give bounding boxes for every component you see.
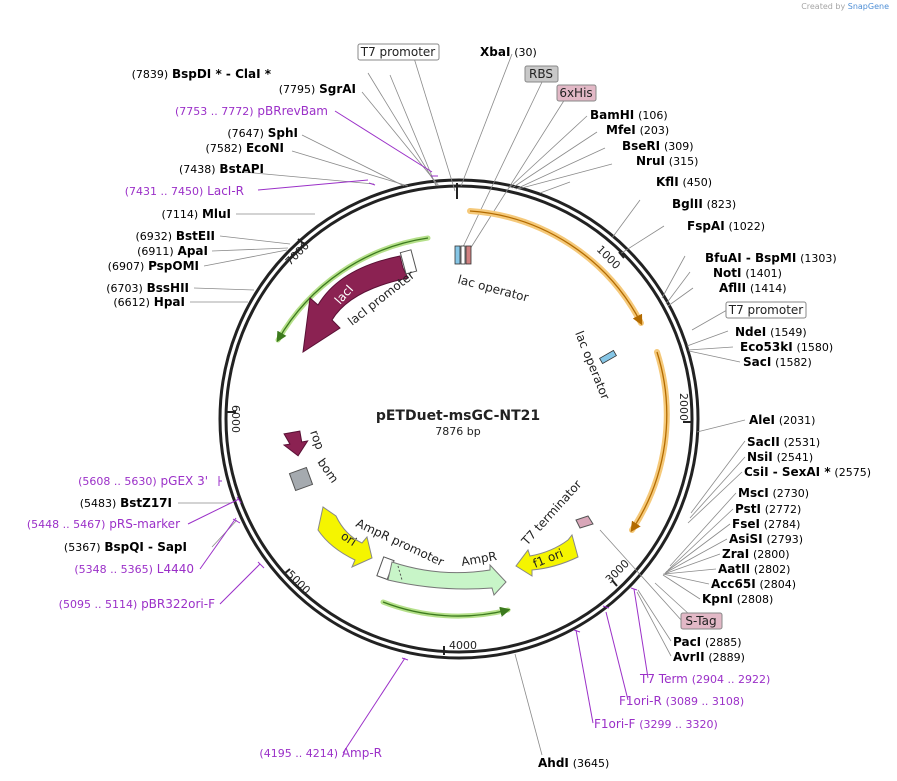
enzyme-label: (6907) PspOMI xyxy=(108,259,199,273)
tick-label-6000: 6000 xyxy=(229,405,242,433)
tick-label-4000: 4000 xyxy=(449,639,477,652)
primer-label: (7753 .. 7772) pBRrevBam xyxy=(175,104,328,118)
laci-promoter-mark xyxy=(399,249,418,275)
rop-gene xyxy=(282,430,309,457)
enzyme-label: NsiI (2541) xyxy=(747,450,813,464)
enzyme-label: (5483) BstZ17I xyxy=(80,496,172,510)
enzyme-label: BfuAI - BspMI (1303) xyxy=(705,251,837,265)
enzyme-label: (7114) MluI xyxy=(162,207,231,221)
svg-text:T7 promoter: T7 promoter xyxy=(728,303,804,317)
rbs-box: RBS xyxy=(524,65,559,83)
enzyme-label: XbaI (30) xyxy=(480,45,537,59)
enzyme-label: Acc65I (2804) xyxy=(711,577,796,591)
t7-promoter-right-box: T7 promoter xyxy=(725,301,807,319)
enzyme-label: CsiI - SexAI * (2575) xyxy=(744,465,871,479)
enzyme-label: FspAI (1022) xyxy=(687,219,765,233)
enzyme-label: (6932) BstEII xyxy=(135,229,215,243)
enzyme-label: (7839) BspDI * - ClaI * xyxy=(132,67,272,81)
boxed-feature-labels: T7 promoter RBS 6xHis T7 promoter S-Tag xyxy=(357,43,807,630)
svg-text:RBS: RBS xyxy=(529,67,553,81)
enzyme-label: KpnI (2808) xyxy=(702,592,773,606)
laci-gene: lacI xyxy=(302,255,409,354)
highlight-region xyxy=(467,208,670,533)
ori-feature: ori xyxy=(317,506,373,568)
s-tag-box: S-Tag xyxy=(680,612,723,630)
enzyme-label: BamHI (106) xyxy=(590,108,668,122)
enzyme-label: AatII (2802) xyxy=(718,562,790,576)
tick-label-5000: 5000 xyxy=(284,568,313,597)
enzyme-label: BglII (823) xyxy=(672,197,736,211)
enzyme-label: SacII (2531) xyxy=(747,435,820,449)
primer-label: (5095 .. 5114) pBR322ori-F xyxy=(59,597,215,611)
lac-operator-2-mark xyxy=(599,349,617,365)
enzyme-label: (6911) ApaI xyxy=(137,244,208,258)
primer-labels: (7753 .. 7772) pBRrevBam (7431 .. 7450) … xyxy=(27,104,770,760)
svg-text:T7 promoter: T7 promoter xyxy=(360,45,436,59)
svg-text:S-Tag: S-Tag xyxy=(685,614,716,628)
lac-operator-1-label: lac operator xyxy=(456,272,530,304)
primer-label: F1ori-F (3299 .. 3320) xyxy=(594,717,718,731)
t7-promoter-top-box: T7 promoter xyxy=(357,43,440,61)
tick-label-2000: 2000 xyxy=(677,393,690,421)
enzyme-label: (5367) BspQI - SapI xyxy=(64,540,187,554)
lac-operator-1-mark xyxy=(454,245,472,265)
enzyme-label: AvrII (2889) xyxy=(673,650,745,664)
primer-label: (5348 .. 5365) L4440 xyxy=(74,562,194,576)
primer-label: (5448 .. 5467) pRS-marker xyxy=(27,517,180,531)
enzyme-label: (6612) HpaI xyxy=(113,295,185,309)
enzyme-label: ZraI (2800) xyxy=(722,547,790,561)
bom-mark xyxy=(288,466,314,492)
6xhis-box: 6xHis xyxy=(556,84,597,102)
bom-label: bom xyxy=(315,456,342,486)
primer-label: (4195 .. 4214) Amp-R xyxy=(259,746,382,760)
ampr-label: AmpR xyxy=(460,549,498,569)
enzyme-label: PacI (2885) xyxy=(673,635,742,649)
green-arrows xyxy=(275,235,511,619)
plasmid-length: 7876 bp xyxy=(435,425,480,438)
enzyme-label: AflII (1414) xyxy=(719,281,787,295)
enzyme-label: AsiSI (2793) xyxy=(729,532,803,546)
enzyme-leader-lines xyxy=(178,53,746,756)
enzyme-label: (7582) EcoNI xyxy=(206,141,284,155)
lac-operator-2-label: lac operator xyxy=(572,329,612,402)
primer-label: (7431 .. 7450) LacI-R xyxy=(125,184,244,198)
enzyme-label: KflI (450) xyxy=(656,175,712,189)
rop-label: rop xyxy=(307,428,327,451)
primer-label: (5608 .. 5630) pGEX 3' xyxy=(78,474,208,488)
svg-text:6xHis: 6xHis xyxy=(559,86,592,100)
enzyme-label: AhdI (3645) xyxy=(538,756,609,770)
primer-leader-lines xyxy=(187,110,649,754)
enzyme-label: MscI (2730) xyxy=(738,486,809,500)
right-enzyme-labels: XbaI (30) BamHI (106) MfeI (203) BseRI (… xyxy=(480,45,871,770)
backbone xyxy=(218,178,700,660)
enzyme-label: FseI (2784) xyxy=(732,517,800,531)
enzyme-label: NdeI (1549) xyxy=(735,325,807,339)
enzyme-label: (6703) BssHII xyxy=(106,281,189,295)
enzyme-label: NotI (1401) xyxy=(713,266,782,280)
enzyme-label: BseRI (309) xyxy=(622,139,694,153)
enzyme-label: (7438) BstAPI xyxy=(179,162,264,176)
enzyme-label: MfeI (203) xyxy=(606,123,669,137)
enzyme-label: PstI (2772) xyxy=(735,502,801,516)
enzyme-label: NruI (315) xyxy=(636,154,698,168)
enzyme-label: AleI (2031) xyxy=(749,413,815,427)
box-leader-lines xyxy=(413,57,728,622)
enzyme-label: (7647) SphI xyxy=(227,126,298,140)
ampr-gene xyxy=(387,561,507,596)
enzyme-label: SacI (1582) xyxy=(743,355,812,369)
tick-marks xyxy=(227,183,691,655)
plasmid-name: pETDuet-msGC-NT21 xyxy=(376,408,540,424)
enzyme-label: (7795) SgrAI xyxy=(279,82,356,96)
primer-label: F1ori-R (3089 .. 3108) xyxy=(619,694,744,708)
enzyme-label: Eco53kI (1580) xyxy=(740,340,833,354)
t7-terminator-mark xyxy=(575,515,594,529)
t7-terminator-label: T7 terminator xyxy=(518,477,584,549)
primer-label: T7 Term (2904 .. 2922) xyxy=(639,672,770,686)
left-enzyme-labels: (7839) BspDI * - ClaI * (7795) SgrAI (76… xyxy=(64,67,356,554)
snapgene-watermark: Created by SnapGene xyxy=(801,2,889,11)
